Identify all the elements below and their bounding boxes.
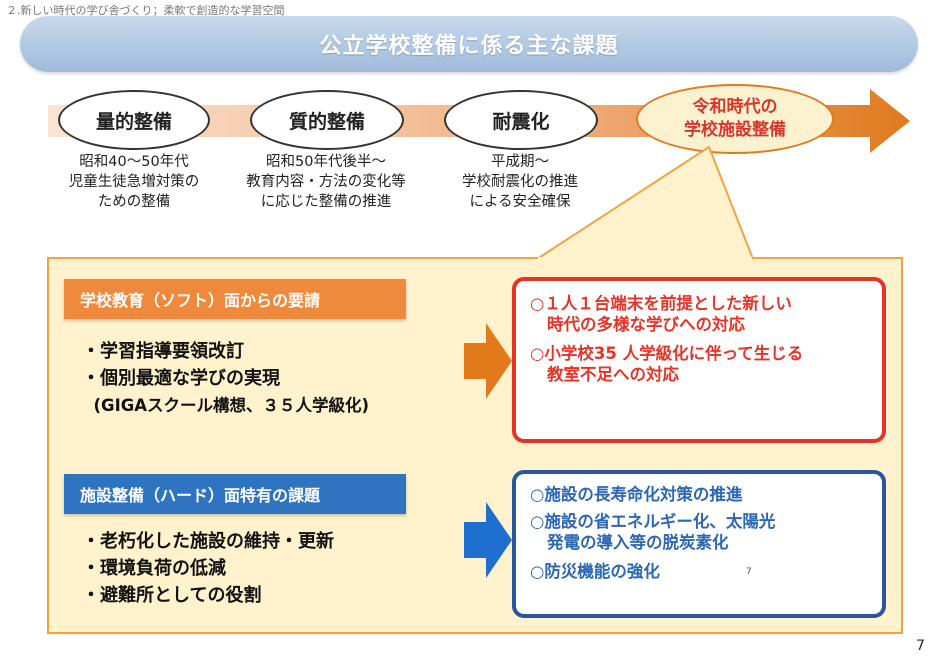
- soft-label-text: 学校教育（ソフト）面からの要請: [80, 291, 321, 310]
- soft-bullets: ・学習指導要領改訂 ・個別最適な学びの実現 (GIGAスクール構想、３５人学級化…: [82, 338, 369, 419]
- hard-bullets: ・老朽化した施設の維持・更新 ・環境負荷の低減 ・避難所としての役割: [82, 528, 334, 609]
- soft-arrow-icon: [464, 323, 512, 399]
- title-banner: 公立学校整備に係る主な課題: [20, 16, 918, 72]
- result-item: ○１人１台端末を前提とした新しい 時代の多様な学びへの対応: [530, 293, 872, 335]
- result-line: ○施設の省エネルギー化、太陽光: [530, 512, 776, 531]
- bullet-item: ・学習指導要領改訂: [82, 341, 244, 362]
- page-number: 7: [916, 638, 925, 654]
- soft-results-box: ○１人１台端末を前提とした新しい 時代の多様な学びへの対応 ○小学校35 人学級…: [512, 277, 886, 443]
- era-label-line: 令和時代の: [692, 97, 778, 117]
- era-desc-line: 昭和40～50年代: [79, 154, 189, 170]
- era-label-line: 学校施設整備: [684, 120, 786, 140]
- era-desc-line: ための整備: [97, 194, 171, 210]
- era-desc-line: による安全確保: [469, 194, 571, 210]
- bullet-item: ・個別最適な学びの実現: [82, 368, 280, 389]
- era-oval-earthquake: 耐震化: [444, 90, 598, 150]
- hard-arrow-icon: [464, 502, 512, 578]
- breadcrumb: ２.新しい時代の学び舎づくり；柔軟で創造的な学習空間: [6, 4, 285, 17]
- era-desc-line: 教育内容・方法の変化等: [246, 174, 406, 190]
- era-label: 耐震化: [492, 110, 550, 133]
- result-item: ○施設の省エネルギー化、太陽光 発電の導入等の脱炭素化: [530, 511, 872, 553]
- hard-label-text: 施設整備（ハード）面特有の課題: [80, 486, 321, 505]
- era-oval-quantitative: 量的整備: [58, 90, 210, 150]
- result-line: ○１人１台端末を前提とした新しい: [530, 294, 792, 313]
- bullet-item: ・環境負荷の低減: [82, 558, 226, 579]
- timeline: 量的整備 質的整備 耐震化 令和時代の 学校施設整備 昭和40～50年代 児童生…: [48, 84, 918, 245]
- era-label: 質的整備: [288, 110, 365, 133]
- result-line: 時代の多様な学びへの対応: [547, 315, 745, 334]
- era-oval-reiwa: 令和時代の 学校施設整備: [636, 84, 834, 154]
- era-oval-qualitative: 質的整備: [250, 90, 404, 150]
- result-item: ○施設の長寿命化対策の推進: [530, 484, 872, 505]
- era-desc-line: 昭和50年代後半～: [266, 154, 386, 170]
- era-description: 平成期～ 学校耐震化の推進 による安全確保: [438, 152, 602, 212]
- hard-label: 施設整備（ハード）面特有の課題: [64, 474, 406, 514]
- result-item: ○防災機能の強化: [530, 561, 872, 582]
- result-line: ○防災機能の強化: [530, 562, 660, 581]
- page-title: 公立学校整備に係る主な課題: [319, 34, 619, 59]
- soft-label: 学校教育（ソフト）面からの要請: [64, 279, 406, 319]
- result-item: ○小学校35 人学級化に伴って生じる 教室不足への対応: [530, 343, 872, 385]
- result-line: ○施設の長寿命化対策の推進: [530, 485, 743, 504]
- bullet-item: ・避難所としての役割: [82, 585, 262, 606]
- result-line: 発電の導入等の脱炭素化: [547, 533, 729, 552]
- bullet-item: (GIGAスクール構想、３５人学級化): [82, 396, 370, 415]
- result-line: 教室不足への対応: [547, 365, 679, 384]
- small-note: 7: [746, 567, 752, 577]
- hard-results-box: ○施設の長寿命化対策の推進 ○施設の省エネルギー化、太陽光 発電の導入等の脱炭素…: [512, 470, 886, 618]
- era-description: 昭和40～50年代 児童生徒急増対策の ための整備: [48, 152, 220, 212]
- era-desc-line: 児童生徒急増対策の: [68, 174, 200, 190]
- bullet-item: ・老朽化した施設の維持・更新: [82, 531, 334, 552]
- era-desc-line: 平成期～: [491, 154, 549, 170]
- result-line: ○小学校35 人学級化に伴って生じる: [530, 344, 804, 363]
- era-description: 昭和50年代後半～ 教育内容・方法の変化等 に応じた整備の推進: [236, 152, 416, 212]
- era-desc-line: に応じた整備の推進: [260, 194, 392, 210]
- era-label: 量的整備: [95, 110, 172, 133]
- era-desc-line: 学校耐震化の推進: [462, 174, 578, 190]
